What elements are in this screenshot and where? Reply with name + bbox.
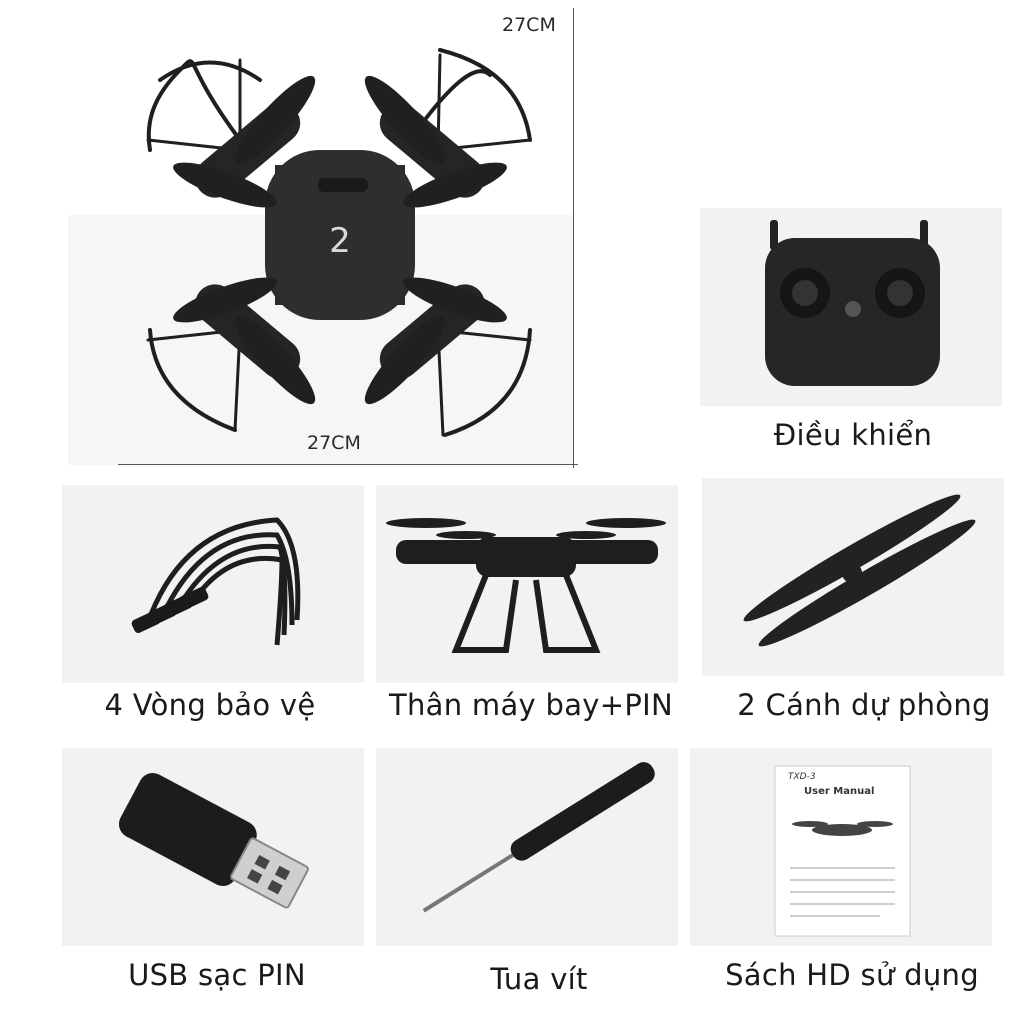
panel-drone-body <box>376 485 678 683</box>
height-dimension-line <box>573 8 574 468</box>
caption-spare-propellers: 2 Cánh dự phòng <box>737 688 991 722</box>
caption-usb-charger: USB sạc PIN <box>128 958 306 992</box>
caption-user-manual: Sách HD sử dụng <box>725 958 979 992</box>
svg-text:2: 2 <box>329 221 351 261</box>
usb-charger-icon <box>118 773 309 909</box>
panel-propeller-guards <box>62 485 364 683</box>
manual-model: TXD-3 <box>788 772 816 782</box>
width-dimension-label: 27CM <box>307 432 361 454</box>
screwdriver-icon <box>422 762 655 913</box>
spare-propellers-icon <box>743 494 976 647</box>
caption-propeller-guards: 4 Vòng bảo vệ <box>104 688 316 722</box>
propeller-guards-icon <box>131 517 301 646</box>
height-dimension-label: 27CM <box>502 14 556 36</box>
panel-spare-propellers <box>702 478 1004 676</box>
manual-title: User Manual <box>804 786 875 797</box>
caption-screwdriver: Tua vít <box>490 962 588 996</box>
user-manual-icon <box>774 765 911 937</box>
panel-user-manual: TXD-3 User Manual <box>690 748 992 946</box>
panel-screwdriver <box>376 748 678 946</box>
remote-controller-icon <box>765 220 940 386</box>
hero-drone-top-view: 2 27CM 27CM <box>60 0 590 480</box>
caption-remote-controller: Điều khiển <box>773 418 933 452</box>
drone-body-icon <box>386 518 666 653</box>
width-dimension-line <box>118 464 578 465</box>
panel-usb-charger <box>62 748 364 946</box>
drone-top-icon: 2 <box>146 48 532 437</box>
caption-drone-body: Thân máy bay+PIN <box>388 688 674 722</box>
panel-remote-controller <box>700 208 1002 406</box>
